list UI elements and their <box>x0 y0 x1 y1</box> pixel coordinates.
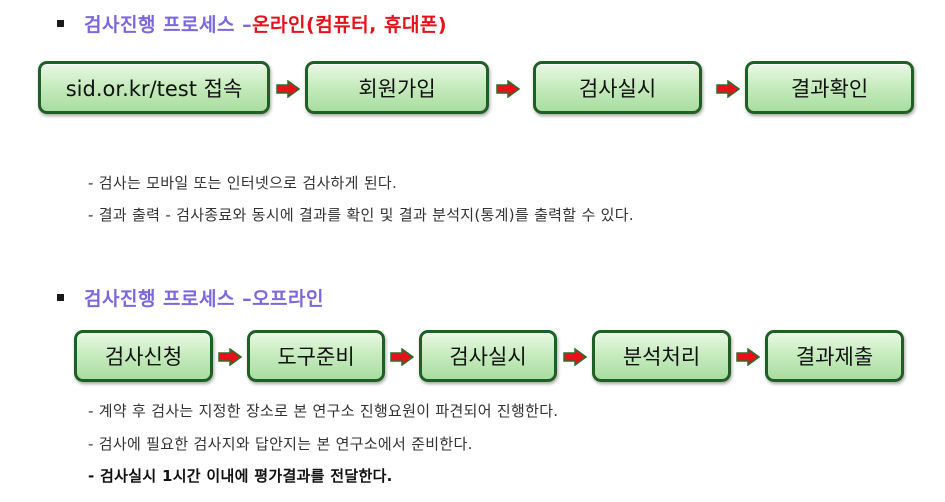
online-note-2: - 결과 출력 - 검사종료와 동시에 결과를 확인 및 결과 분석지(통계)를… <box>88 206 634 224</box>
arrow-right-icon <box>218 348 242 366</box>
step-label: 검사신청 <box>104 345 183 369</box>
offline-step-analyze: 분석처리 <box>592 330 731 382</box>
online-step-result: 결과확인 <box>745 61 914 114</box>
offline-step-test: 검사실시 <box>419 330 557 382</box>
offline-note-3: - 검사실시 1시간 이내에 평가결과를 전달한다. <box>88 467 393 485</box>
bullet-square-icon <box>57 294 64 301</box>
offline-note-1: - 계약 후 검사는 지정한 장소로 본 연구소 진행요원이 파견되어 진행한다… <box>88 402 559 420</box>
online-step-signup: 회원가입 <box>305 61 489 114</box>
step-label: 결과제출 <box>795 345 874 369</box>
step-label: sid.or.kr/test 접속 <box>65 76 243 101</box>
arrow-right-icon <box>496 80 520 98</box>
step-label: 도구준비 <box>277 345 355 369</box>
arrow-right-icon <box>563 348 587 366</box>
online-step-test: 검사실시 <box>533 61 702 114</box>
offline-step-prepare: 도구준비 <box>247 330 385 382</box>
bullet-square-icon <box>57 20 64 27</box>
arrow-right-icon <box>390 348 414 366</box>
offline-note-2: - 검사에 필요한 검사지와 답안지는 본 연구소에서 준비한다. <box>88 435 473 453</box>
offline-step-apply: 검사신청 <box>74 330 213 382</box>
step-label: 검사실시 <box>449 345 527 369</box>
step-label: 분석처리 <box>622 345 701 369</box>
offline-heading-main: 검사진행 프로세스 –오프라인 <box>84 288 324 310</box>
offline-section-heading: 검사진행 프로세스 –오프라인 <box>57 284 324 311</box>
online-heading-main: 검사진행 프로세스 – <box>84 14 253 36</box>
online-section-heading: 검사진행 프로세스 –온라인(컴퓨터, 휴대폰) <box>57 10 447 37</box>
arrow-right-icon <box>716 80 740 98</box>
offline-step-submit: 결과제출 <box>765 330 904 382</box>
step-label: 결과확인 <box>790 76 869 101</box>
step-label: 회원가입 <box>358 76 436 101</box>
online-note-1: - 검사는 모바일 또는 인터넷으로 검사하게 된다. <box>88 174 398 192</box>
online-step-connect: sid.or.kr/test 접속 <box>38 61 270 114</box>
arrow-right-icon <box>736 348 760 366</box>
online-heading-accent: 온라인(컴퓨터, 휴대폰) <box>252 14 448 36</box>
step-label: 검사실시 <box>578 76 657 101</box>
arrow-right-icon <box>276 80 300 98</box>
